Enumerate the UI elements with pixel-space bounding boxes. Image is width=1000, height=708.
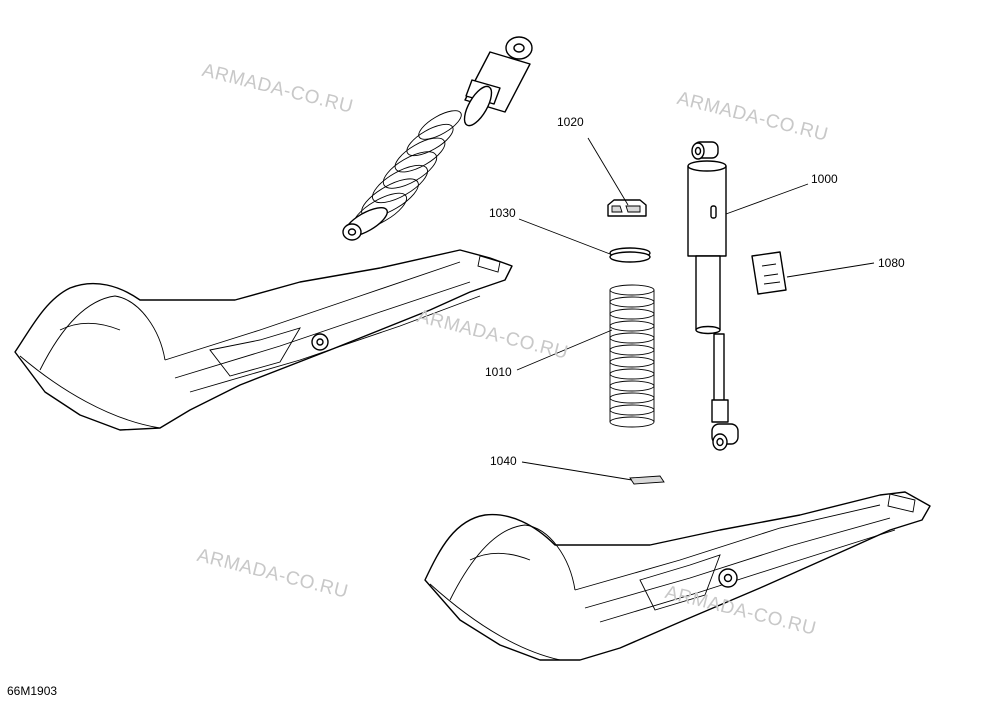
- callout-1000: 1000: [811, 172, 838, 186]
- callout-1010: 1010: [485, 365, 512, 379]
- callout-1030: 1030: [489, 206, 516, 220]
- callout-1020: 1020: [557, 115, 584, 129]
- part-1030-washer: [609, 247, 651, 263]
- shock-assembly-top-left: [342, 36, 533, 241]
- part-1080-decal: [751, 251, 787, 295]
- callout-1040: 1040: [490, 454, 517, 468]
- leader-lines: [516, 137, 875, 481]
- ski-bottom-right: [424, 491, 931, 661]
- ski-top-left: [14, 249, 513, 431]
- figure-code: 66M1903: [7, 684, 58, 698]
- part-1010-coil-spring: [609, 284, 655, 428]
- callout-1080: 1080: [878, 256, 905, 270]
- part-1040-clip: [629, 475, 665, 485]
- part-1000-shock-absorber: [687, 141, 739, 451]
- part-1020-spring-seat: [607, 199, 647, 217]
- shock-coil-spring: [352, 110, 462, 230]
